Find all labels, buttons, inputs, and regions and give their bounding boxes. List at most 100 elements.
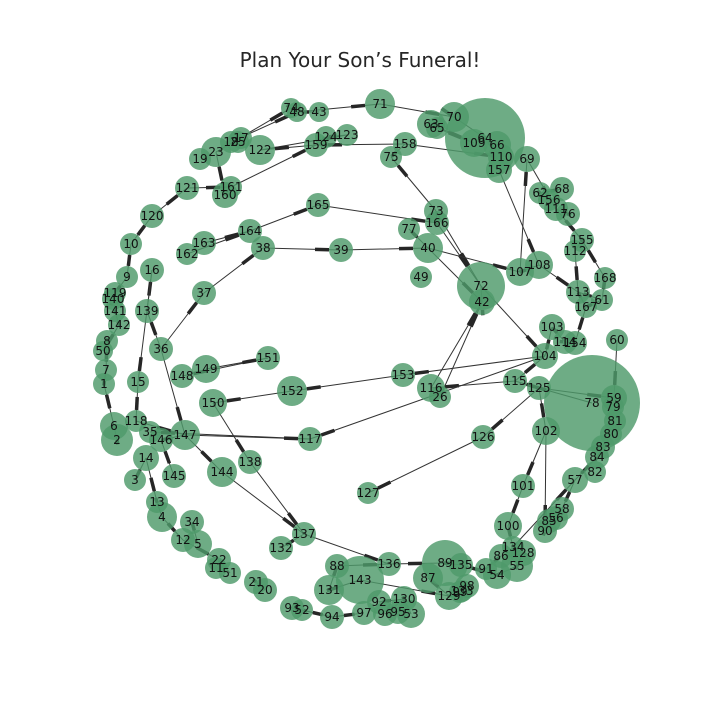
node-156 xyxy=(538,189,560,211)
node-label-40: 40 xyxy=(420,241,435,255)
node-label-36: 36 xyxy=(153,342,168,356)
node-label-66: 66 xyxy=(489,138,504,152)
node-16 xyxy=(140,258,164,282)
edge-arrowhead xyxy=(274,114,289,124)
edge-arrowhead xyxy=(555,275,570,287)
node-label-3: 3 xyxy=(131,473,139,487)
node-label-150: 150 xyxy=(202,396,225,410)
node-label-61: 61 xyxy=(594,293,609,307)
edge-arrowhead xyxy=(234,439,246,453)
node-label-70: 70 xyxy=(446,110,461,124)
node-label-103: 103 xyxy=(541,320,564,334)
node-label-91: 91 xyxy=(478,562,493,576)
node-label-154: 154 xyxy=(564,336,587,350)
node-60 xyxy=(606,329,628,351)
node-label-4: 4 xyxy=(158,510,166,524)
node-label-7: 7 xyxy=(102,363,110,377)
node-label-43: 43 xyxy=(311,105,326,119)
node-139 xyxy=(135,299,159,323)
node-label-10: 10 xyxy=(123,237,138,251)
node-88 xyxy=(325,554,349,578)
edge-arrowhead xyxy=(526,238,536,253)
node-label-120: 120 xyxy=(141,209,164,223)
node-87 xyxy=(413,563,443,593)
node-label-136: 136 xyxy=(378,557,401,571)
edge-arrowhead xyxy=(175,406,183,422)
node-3 xyxy=(124,469,146,491)
node-label-34: 34 xyxy=(184,515,199,529)
node-168 xyxy=(594,267,616,289)
node-label-113: 113 xyxy=(567,285,590,299)
node-131 xyxy=(314,575,344,605)
node-39 xyxy=(329,238,353,262)
node-label-97: 97 xyxy=(356,606,371,620)
node-label-132: 132 xyxy=(270,541,293,555)
node-label-35: 35 xyxy=(142,425,157,439)
node-152 xyxy=(277,376,307,406)
node-52 xyxy=(291,599,313,621)
node-label-135: 135 xyxy=(450,558,473,572)
node-112 xyxy=(564,240,586,262)
node-label-21: 21 xyxy=(248,575,263,589)
node-label-64: 64 xyxy=(477,131,492,145)
node-label-69: 69 xyxy=(519,152,534,166)
node-label-51: 51 xyxy=(222,566,237,580)
edge-arrowhead xyxy=(526,461,535,476)
node-label-72: 72 xyxy=(473,279,488,293)
node-7 xyxy=(95,359,117,381)
node-label-130: 130 xyxy=(393,592,416,606)
node-135 xyxy=(449,553,473,577)
node-label-167: 167 xyxy=(575,300,598,314)
node-label-57: 57 xyxy=(567,473,582,487)
node-label-86: 86 xyxy=(493,549,508,563)
edge-arrowhead xyxy=(217,166,224,181)
node-label-129: 129 xyxy=(438,589,461,603)
node-label-156: 156 xyxy=(538,193,561,207)
node-102 xyxy=(532,417,560,445)
edge-arrowhead xyxy=(511,499,520,514)
node-label-161: 161 xyxy=(220,180,243,194)
edge-arrowhead xyxy=(459,252,471,267)
node-123 xyxy=(336,124,358,146)
node-label-59: 59 xyxy=(606,391,621,405)
node-132 xyxy=(269,536,293,560)
edge-arrowhead xyxy=(126,254,132,267)
edge-arrowhead xyxy=(241,253,255,266)
node-118 xyxy=(125,410,147,432)
node-label-73: 73 xyxy=(428,204,443,218)
node-label-139: 139 xyxy=(136,304,159,318)
node-115 xyxy=(503,369,527,393)
node-75 xyxy=(380,146,402,168)
edge-arrowhead xyxy=(444,383,460,389)
node-145 xyxy=(162,464,186,488)
node-77 xyxy=(398,218,420,240)
node-label-92: 92 xyxy=(371,595,386,609)
node-121 xyxy=(175,176,199,200)
node-164 xyxy=(238,219,262,243)
node-label-49: 49 xyxy=(413,270,428,284)
node-147 xyxy=(170,420,200,450)
node-12 xyxy=(171,528,195,552)
node-label-13: 13 xyxy=(149,495,164,509)
node-43 xyxy=(309,102,329,122)
node-71 xyxy=(365,89,395,119)
node-layer: 1234567891011121314151617181920212223252… xyxy=(93,89,640,629)
node-label-96: 96 xyxy=(377,607,392,621)
node-97 xyxy=(352,601,376,625)
edge-arrowhead xyxy=(291,148,307,159)
node-label-110: 110 xyxy=(490,150,513,164)
edge-arrowhead xyxy=(320,428,336,437)
node-label-5: 5 xyxy=(194,537,202,551)
node-label-155: 155 xyxy=(571,233,594,247)
node-label-109: 109 xyxy=(463,136,486,150)
node-label-89: 89 xyxy=(437,556,452,570)
edge-arrowhead xyxy=(224,232,239,240)
edge-arrowhead xyxy=(377,480,392,490)
node-label-85: 85 xyxy=(541,514,556,528)
node-label-158: 158 xyxy=(394,137,417,151)
edge-arrowhead xyxy=(306,385,321,391)
node-label-17: 17 xyxy=(233,131,248,145)
node-94 xyxy=(320,605,344,629)
node-100 xyxy=(494,512,522,540)
node-label-2: 2 xyxy=(113,433,121,447)
